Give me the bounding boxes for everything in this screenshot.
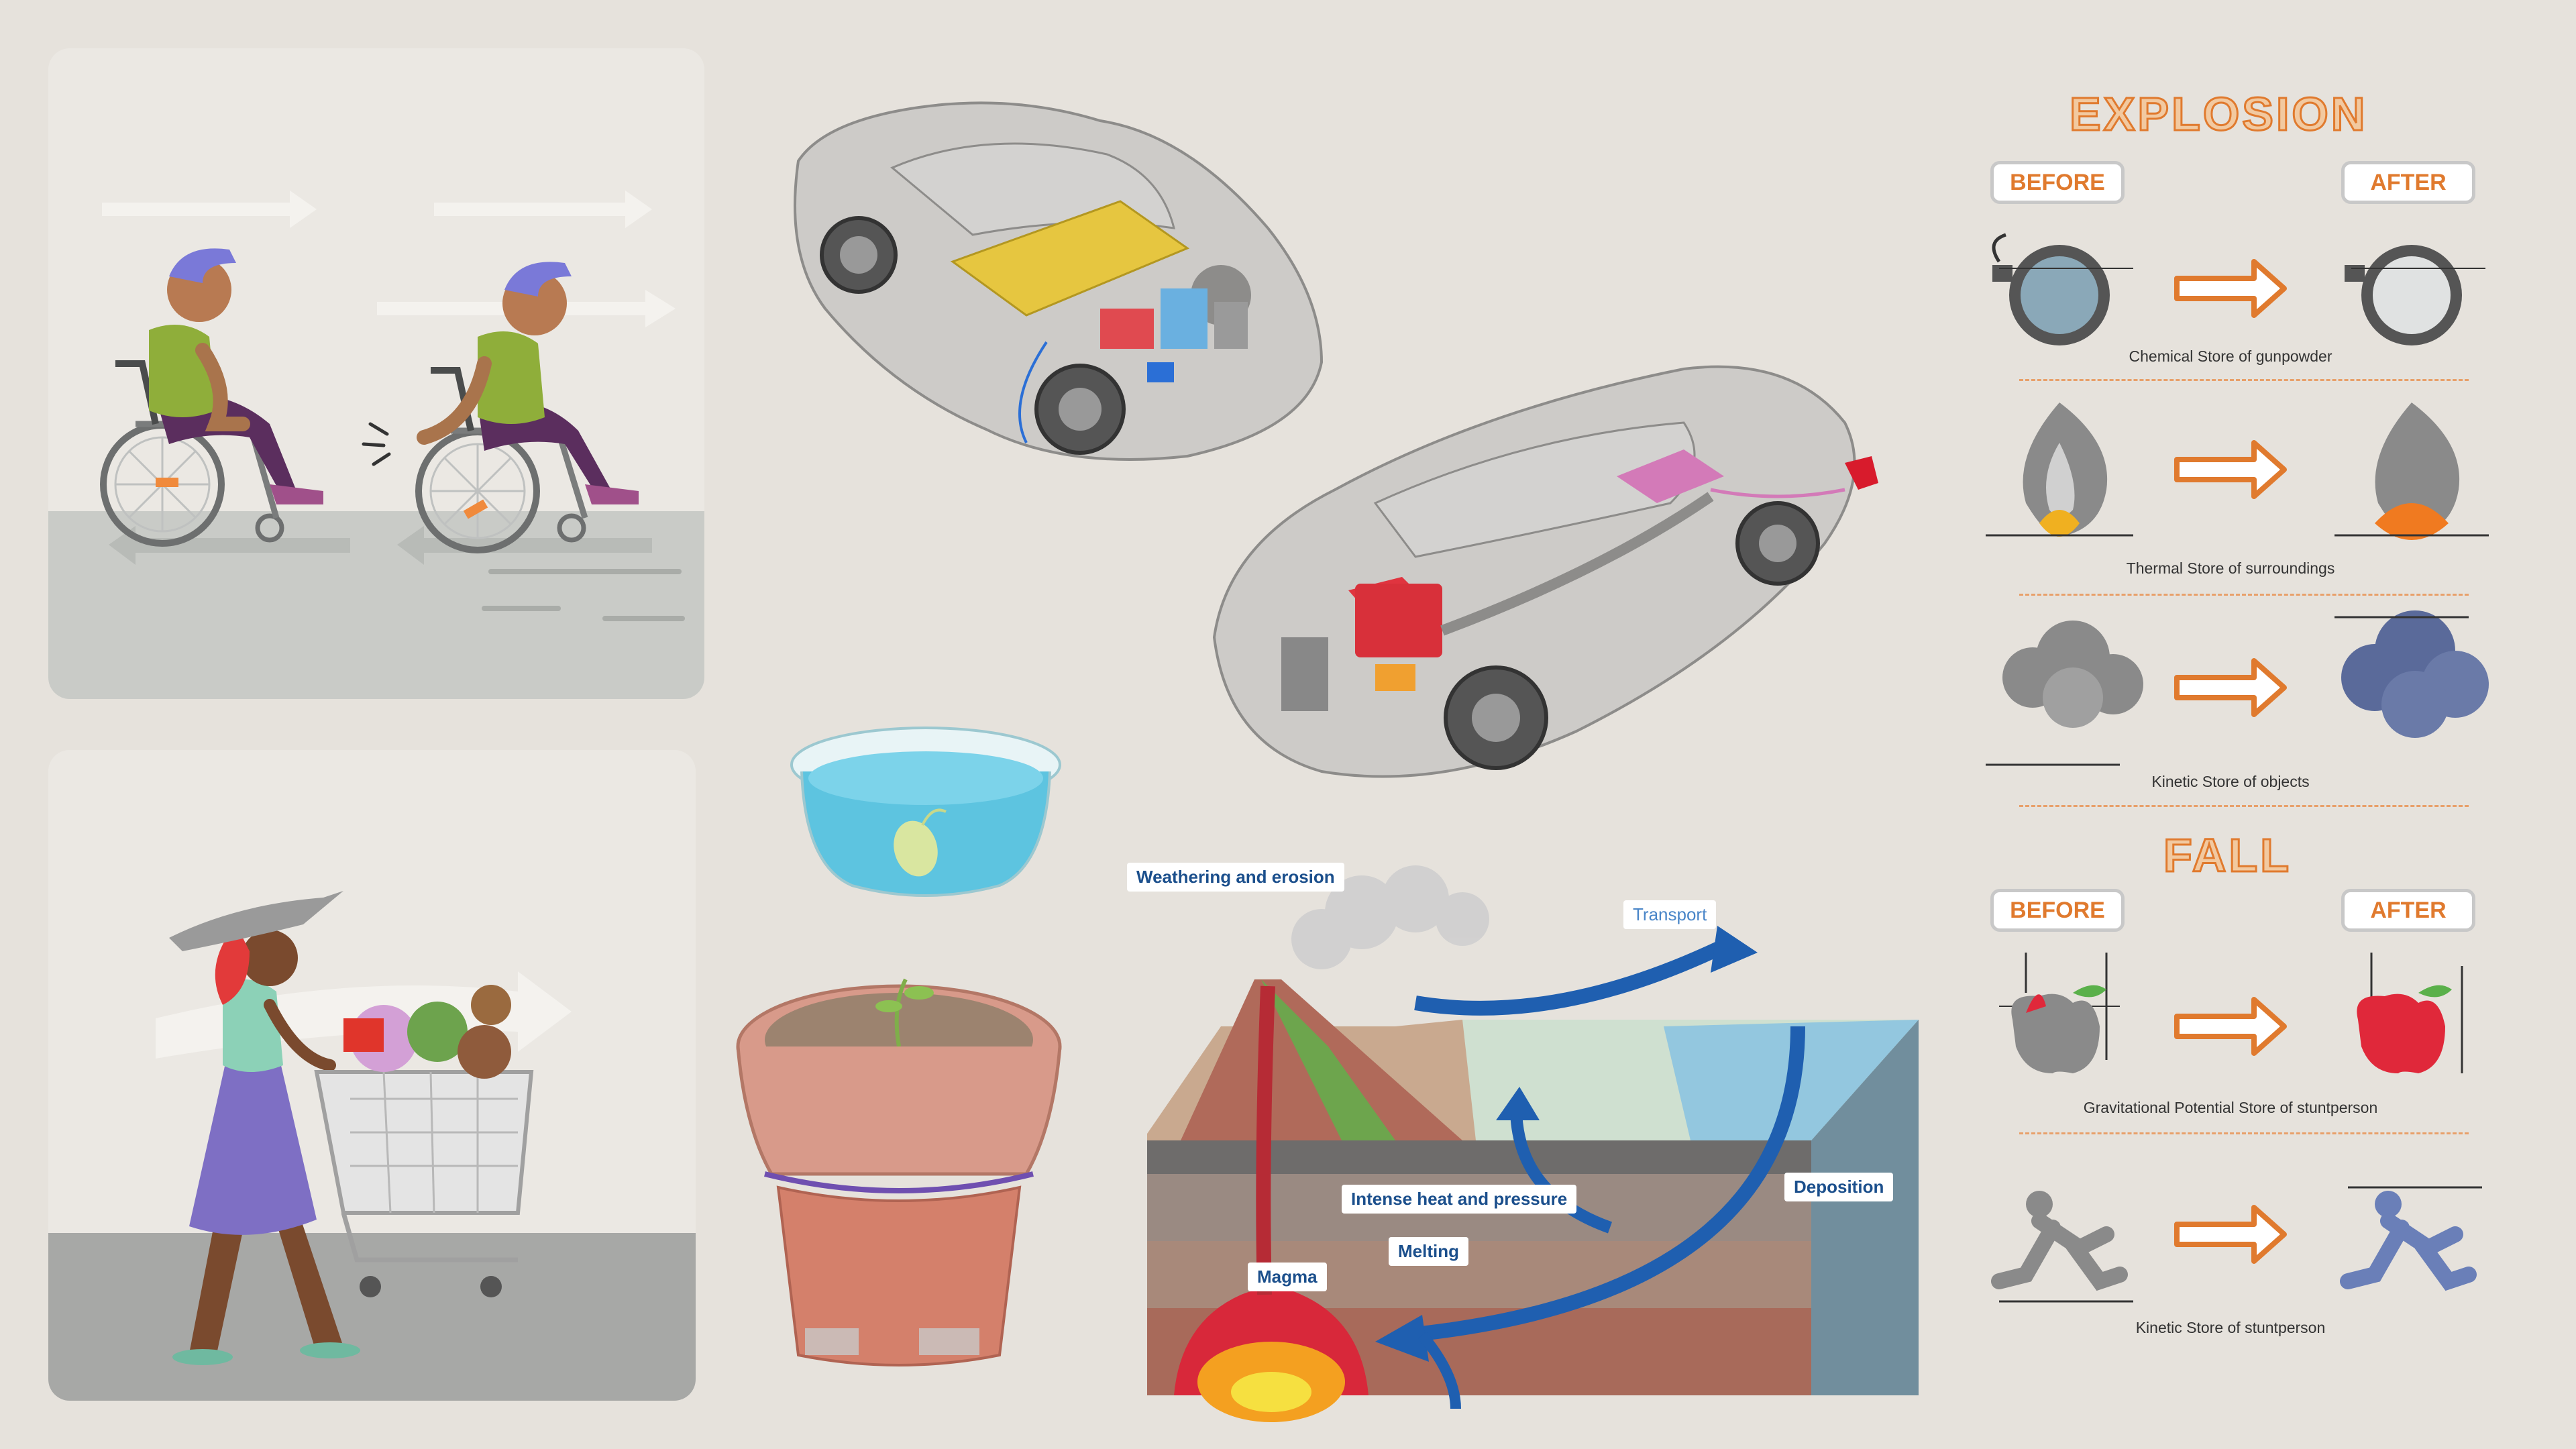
wheelchair-panel [48, 48, 704, 699]
shopping-cart [314, 985, 534, 1297]
label-transport: Transport [1623, 900, 1717, 929]
fall-before-label: BEFORE [1990, 889, 2125, 932]
label-weathering: Weathering and erosion [1127, 863, 1344, 892]
divider [2019, 805, 2469, 807]
rock-cycle-diagram: Weathering and erosion Transport Deposit… [1127, 825, 1932, 1429]
label-melting: Melting [1389, 1237, 1468, 1266]
caption-kinetic-objects: Kinetic Store of objects [2151, 773, 2310, 790]
wheelchair-user-1 [100, 248, 323, 547]
arrow-right-icon [2174, 259, 2287, 717]
divider [2019, 379, 2469, 381]
fall-title: FALL [2163, 828, 2292, 883]
flame-icon [1986, 402, 2489, 540]
explosion-diagram [1972, 215, 2509, 805]
explosion-after-label: AFTER [2341, 161, 2475, 204]
fall-after-label: AFTER [2341, 889, 2475, 932]
explosion-before-label: BEFORE [1990, 161, 2125, 204]
caption-thermal-store: Thermal Store of surroundings [2126, 559, 2335, 577]
petrol-car-illustration [1201, 329, 1912, 798]
explosion-cloud-icon [1986, 610, 2489, 766]
plant-pot-illustration [724, 966, 1073, 1382]
caption-chemical-store: Chemical Store of gunpowder [2129, 347, 2332, 365]
apple-icon [1999, 953, 2463, 1073]
label-heat-pressure: Intense heat and pressure [1342, 1185, 1577, 1214]
shopping-panel [48, 750, 696, 1401]
explosion-title: EXPLOSION [2068, 87, 2368, 142]
bomb-icon [1992, 233, 2485, 345]
divider [2019, 594, 2469, 596]
caption-gravitational-store: Gravitational Potential Store of stuntpe… [2083, 1099, 2378, 1116]
shopper [169, 891, 360, 1365]
seed-dish-illustration [778, 704, 1073, 906]
label-deposition: Deposition [1784, 1173, 1894, 1201]
stuntperson-icon [1991, 1186, 2482, 1303]
arrow-right-icon [2174, 997, 2287, 1264]
wheelchair-user-2 [362, 262, 639, 553]
caption-kinetic-stuntperson: Kinetic Store of stuntperson [2135, 1319, 2326, 1336]
label-magma: Magma [1248, 1263, 1327, 1291]
fall-diagram [1972, 939, 2509, 1315]
electric-car-illustration [785, 80, 1335, 470]
divider [2019, 1132, 2469, 1134]
